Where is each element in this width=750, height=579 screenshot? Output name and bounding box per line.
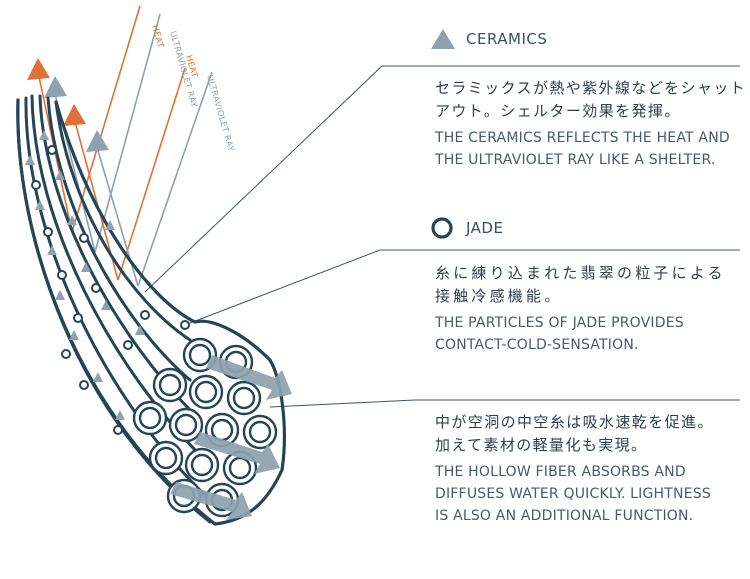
heat-arrowhead-2 (63, 104, 86, 126)
hollow-leader-line (269, 399, 740, 408)
water-arrow-3 (170, 482, 252, 520)
uv-incoming-ray-2 (137, 71, 213, 287)
ceramic-particle (39, 130, 49, 140)
hollow-fiber-ring (184, 447, 220, 483)
fiber-strand-6 (54, 100, 192, 342)
ceramic-particle (93, 372, 103, 382)
ceramic-particle (35, 200, 45, 210)
jade-title: JADE (466, 219, 504, 237)
ceramic-particle (55, 170, 65, 180)
jade-particle (57, 270, 67, 280)
ceramics-en-line-1: THE CERAMICS REFLECTS THE HEAT AND (435, 130, 730, 146)
jade-jp-line-1: 糸に練り込まれた翡翠の粒子による (435, 264, 726, 282)
ceramic-particles (25, 130, 145, 420)
hollow-en-line-3: IS ALSO AN ADDITIONAL FUNCTION. (435, 508, 694, 524)
leader-lines (144, 65, 740, 408)
hollow-fiber-ring (148, 440, 184, 476)
jade-en-line-2: CONTACT-COLD-SENSATION. (435, 337, 639, 353)
uv-label-2: ULTRAVIOLET RAY (204, 74, 236, 153)
hollow-fiber-ring (168, 407, 204, 443)
ceramic-particle (47, 245, 57, 255)
ceramics-description: セラミックスが熱や紫外線などをシャット アウト。シェルター効果を発揮。 THE … (435, 77, 746, 171)
jade-particles (31, 145, 190, 435)
jade-en-line-1: THE PARTICLES OF JADE PROVIDES (435, 315, 684, 331)
hollow-fiber-cross-section (132, 337, 278, 518)
jade-particle (73, 313, 83, 323)
jade-particle (79, 380, 89, 390)
ceramic-particle (115, 410, 125, 420)
uv-incoming-ray-1 (94, 13, 161, 253)
jade-particle (79, 233, 89, 243)
ceramic-particle (25, 155, 35, 165)
fiber-outline (16, 98, 286, 526)
hollow-jp-line-1: 中が空洞の中空糸は吸水速乾を促進。 (435, 413, 714, 431)
hollow-fiber-description: 中が空洞の中空糸は吸水速乾を促進。 加えて素材の軽量化も実現。 THE HOLL… (435, 411, 714, 527)
ceramics-jp-line-2: アウト。シェルター効果を発揮。 (435, 102, 681, 120)
uv-arrowhead-1 (44, 76, 67, 98)
ceramic-particle (135, 325, 145, 335)
hollow-fiber-ring (188, 374, 224, 410)
jade-particle (61, 349, 71, 359)
jade-particle (123, 340, 133, 350)
ceramics-jp-line-1: セラミックスが熱や紫外線などをシャット (435, 79, 747, 97)
jade-particle (180, 320, 190, 330)
heat-incoming-ray-1 (71, 5, 141, 233)
jade-jp-line-2: 接触冷感機能。 (435, 287, 563, 305)
ceramics-title: CERAMICS (466, 30, 548, 48)
ceramic-particle (81, 262, 91, 272)
hollow-fiber-ring (242, 414, 278, 450)
hollow-fiber-ring (132, 400, 168, 436)
hollow-en-line-2: DIFFUSES WATER QUICKLY. LIGHTNESS (435, 486, 711, 502)
ring-icon (431, 217, 453, 239)
ceramic-particle (105, 220, 115, 230)
jade-heading: JADE (430, 216, 503, 240)
ceramic-particle (67, 215, 77, 225)
hollow-fiber-ring (182, 337, 218, 373)
ceramic-particle (69, 330, 79, 340)
ceramics-leader-line (144, 65, 740, 293)
uv-arrowhead-2 (86, 130, 109, 152)
jade-particle (91, 283, 101, 293)
jade-particle (47, 145, 57, 155)
jade-leader-line (184, 249, 740, 326)
jade-particle (43, 227, 53, 237)
jade-particle (140, 310, 150, 320)
ceramics-en-line-2: THE ULTRAVIOLET RAY LIKE A SHELTER. (435, 152, 716, 168)
heat-incoming-ray-2 (117, 67, 186, 281)
heat-arrowhead-1 (27, 58, 50, 80)
jade-description: 糸に練り込まれた翡翠の粒子による 接触冷感機能。 THE PARTICLES O… (435, 262, 726, 356)
jade-particle (31, 180, 41, 190)
fiber-strand-5 (46, 96, 192, 382)
hollow-fiber-ring (152, 367, 188, 403)
hollow-en-line-1: THE HOLLOW FIBER ABSORBS AND (435, 464, 686, 480)
hollow-jp-line-2: 加えて素材の軽量化も実現。 (435, 436, 648, 454)
hollow-fiber-ring (226, 380, 262, 416)
jade-particle (113, 425, 123, 435)
ceramics-heading: CERAMICS (430, 28, 547, 50)
water-arrow-2 (194, 432, 280, 474)
triangle-icon (431, 29, 455, 49)
water-arrow-1 (206, 355, 292, 400)
reflection-arrowheads (27, 58, 109, 152)
water-flow-arrows (170, 355, 292, 520)
ceramic-particle (55, 290, 65, 300)
ceramic-particle (101, 300, 111, 310)
